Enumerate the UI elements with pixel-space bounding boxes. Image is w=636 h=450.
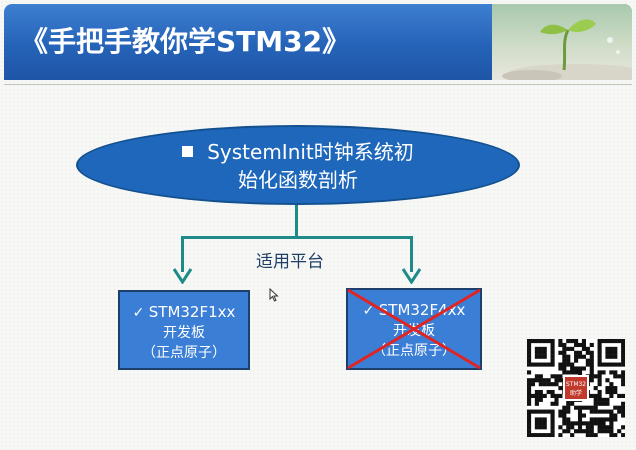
connector-horizontal [181, 236, 413, 239]
stm32f1-box: ✓ STM32F1xx 开发板 （正点原子） [118, 290, 250, 370]
connector-left-drop [181, 236, 184, 272]
arrowhead-left-icon [173, 268, 192, 284]
check-icon: ✓ [132, 305, 145, 321]
main-topic-line-1: SystemInit时钟系统初 [78, 138, 518, 166]
cross-out-icon [347, 288, 481, 370]
title-bar: 《手把手教你学STM32》 [4, 4, 632, 80]
stm32f4-box: ✓ STM32F4xx 开发板 （正点原子） [346, 288, 482, 370]
qr-code: STM32 助学 [527, 339, 626, 438]
connector-stem [295, 205, 298, 238]
stm32f1-title: ✓ STM32F1xx [132, 303, 236, 321]
stm32f4-title: ✓ STM32F4xx [362, 301, 466, 319]
qr-logo-line-1: STM32 [565, 381, 587, 388]
platform-label: 适用平台 [256, 252, 324, 272]
stm32f4-line3: （正点原子） [372, 343, 456, 359]
qr-logo-line-2: 助学 [569, 390, 582, 397]
check-icon: ✓ [362, 303, 375, 319]
sprout-photo [492, 4, 632, 80]
stm32f1-line3: （正点原子） [142, 345, 226, 361]
slide-title: 《手把手教你学STM32》 [20, 25, 351, 58]
qr-logo: STM32 助学 [563, 375, 589, 401]
main-topic-line-2: 始化函数剖析 [238, 168, 358, 192]
mouse-pointer-icon [269, 288, 279, 302]
header-divider [4, 84, 632, 85]
arrowhead-right-icon [402, 268, 421, 284]
connector-right-drop [410, 236, 413, 272]
stm32f1-line2: 开发板 [163, 325, 205, 341]
square-bullet-icon [182, 146, 194, 157]
main-topic-ellipse: SystemInit时钟系统初 始化函数剖析 [76, 125, 520, 205]
